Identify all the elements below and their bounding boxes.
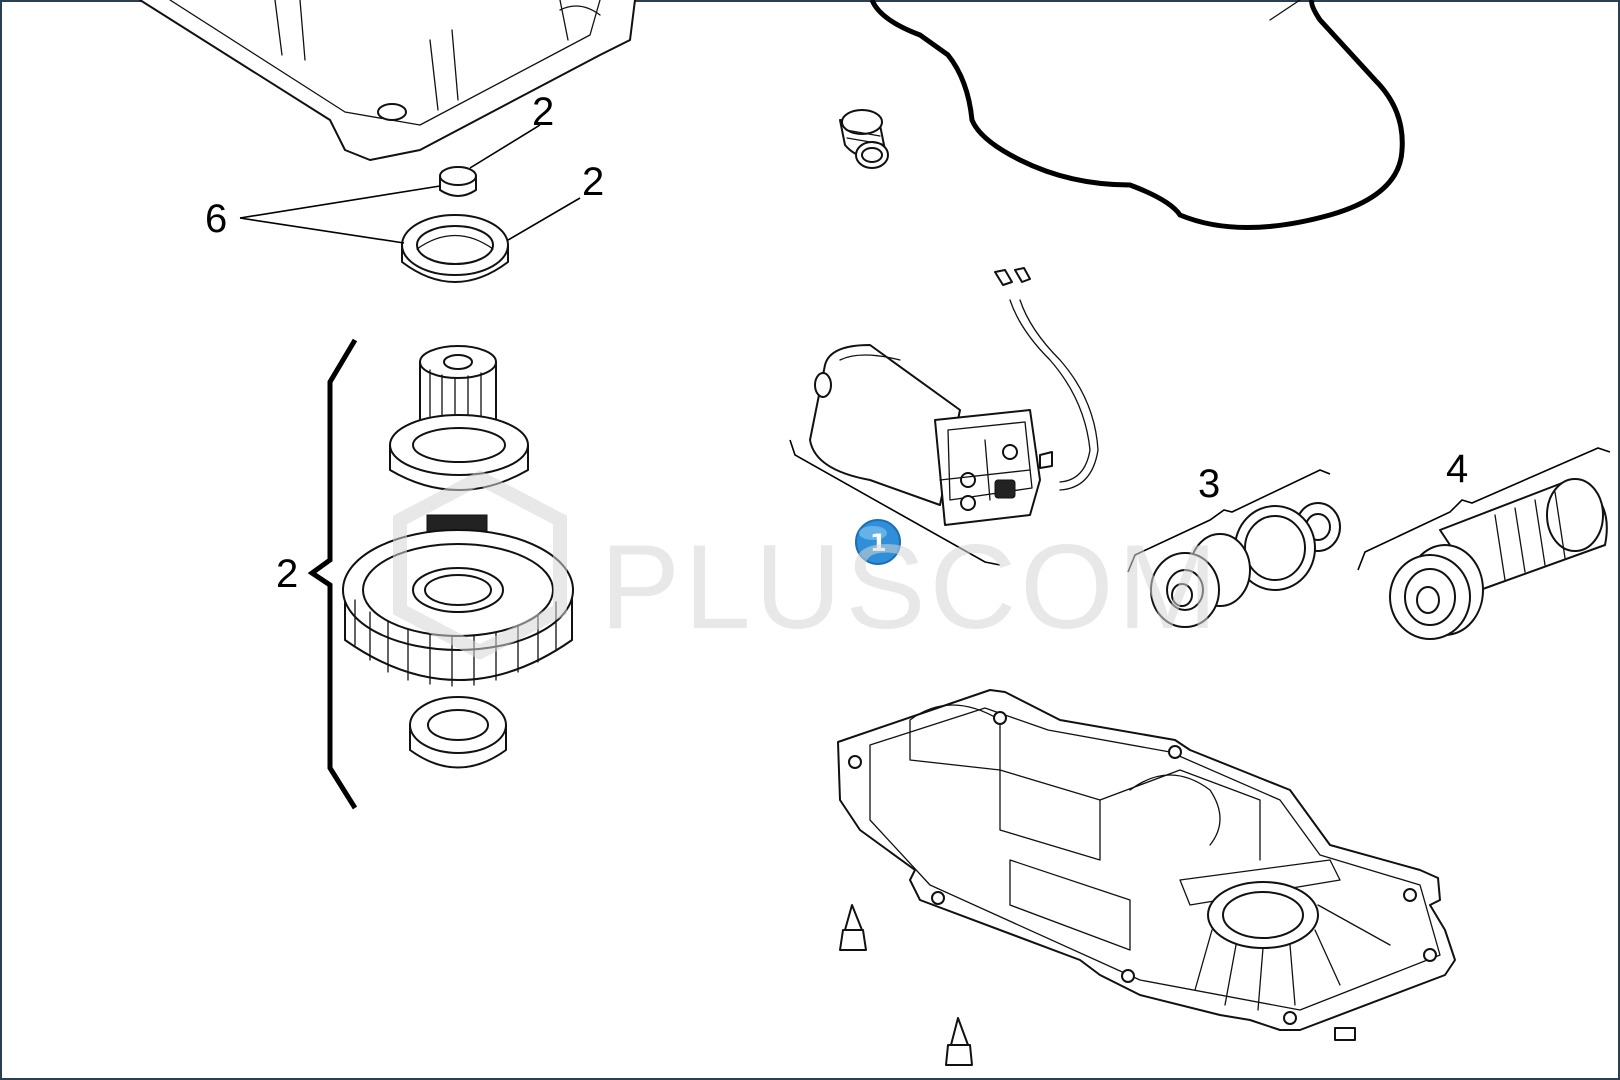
leader-6b [239, 217, 405, 244]
gear-shaft-4 [1389, 478, 1608, 640]
screw-lower [945, 1017, 973, 1066]
lower-housing [837, 689, 1456, 1041]
callout-gear-group: 2 [276, 552, 298, 596]
marker-badge[interactable]: 1 [855, 519, 901, 565]
callout-shaft-4: 4 [1446, 447, 1468, 491]
gear-group-brace [307, 338, 358, 810]
callout-ring: 2 [582, 160, 604, 204]
cap-part [439, 166, 477, 197]
watermark: PLUSCOM [393, 470, 1221, 660]
callout-shaft-3: 3 [1198, 462, 1220, 506]
motor-leader [789, 439, 1001, 566]
cover-gasket [869, 0, 1405, 230]
gear-shaft-assembly [342, 345, 574, 769]
watermark-logo [393, 470, 567, 660]
cable-gland [839, 109, 889, 169]
screw-upper [839, 904, 867, 951]
leader-6a [239, 185, 441, 219]
callout-top-cap: 2 [532, 90, 554, 134]
upper-housing [139, 0, 636, 161]
leader-cap-2 [469, 124, 541, 169]
gear-shaft-3 [1150, 502, 1341, 628]
leader-ring-2 [507, 197, 581, 241]
bracket-3 [1127, 469, 1331, 573]
dc-motor [809, 267, 1099, 526]
marker-label: 1 [870, 529, 887, 557]
seal-ring [401, 214, 509, 283]
callout-left-group: 6 [205, 197, 227, 241]
watermark-text: PLUSCOM [600, 520, 1221, 654]
bracket-4 [1357, 447, 1611, 571]
